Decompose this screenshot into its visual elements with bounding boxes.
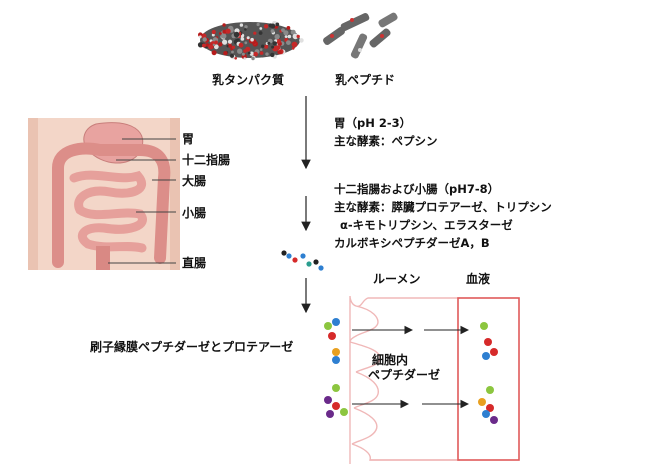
brush-border-label: 刷子縁膜ペプチダーゼとプロテアーゼ [90,340,294,354]
organ-label-large-intestine: 大腸 [182,174,207,188]
stomach-stage-enzyme: 主な酵素：ペプシン [334,134,438,148]
organ-label-stomach: 胃 [182,132,195,146]
small-peptide-fragments-icon [281,250,324,271]
milk-protein-molecule-icon [197,20,304,61]
organ-label-duodenum: 十二指腸 [182,153,231,167]
blood-peptide-beads-icon [478,322,498,424]
digestive-organs-illustration [28,118,180,270]
intracellular-label-line1: 細胞内 [372,353,409,367]
intracellular-label-line2: ペプチダーゼ [368,368,441,382]
milk-peptide-molecule-icon [323,12,398,59]
intestine-stage-enzymes-3: カルボキシペプチダーゼA，B [334,236,490,250]
stomach-stage-title: 胃（pH 2-3） [334,116,412,130]
milk-protein-label: 乳タンパク質 [212,73,285,87]
milk-peptide-label: 乳ペプチド [335,73,396,87]
intestine-stage-enzymes: 主な酵素：膵臓プロテアーゼ、トリプシン [334,200,552,214]
lumen-peptide-beads-icon [324,318,348,418]
blood-label: 血液 [466,272,491,286]
lumen-label: ルーメン [373,272,421,286]
intestine-stage-enzymes-2: α-キモトリプシン、エラスターゼ [340,218,513,232]
organ-label-rectum: 直腸 [182,256,207,270]
intestine-stage-title: 十二指腸および小腸（pH7-8） [334,182,500,196]
blood-vessel-box [457,297,520,461]
organ-label-small-intestine: 小腸 [182,206,207,220]
